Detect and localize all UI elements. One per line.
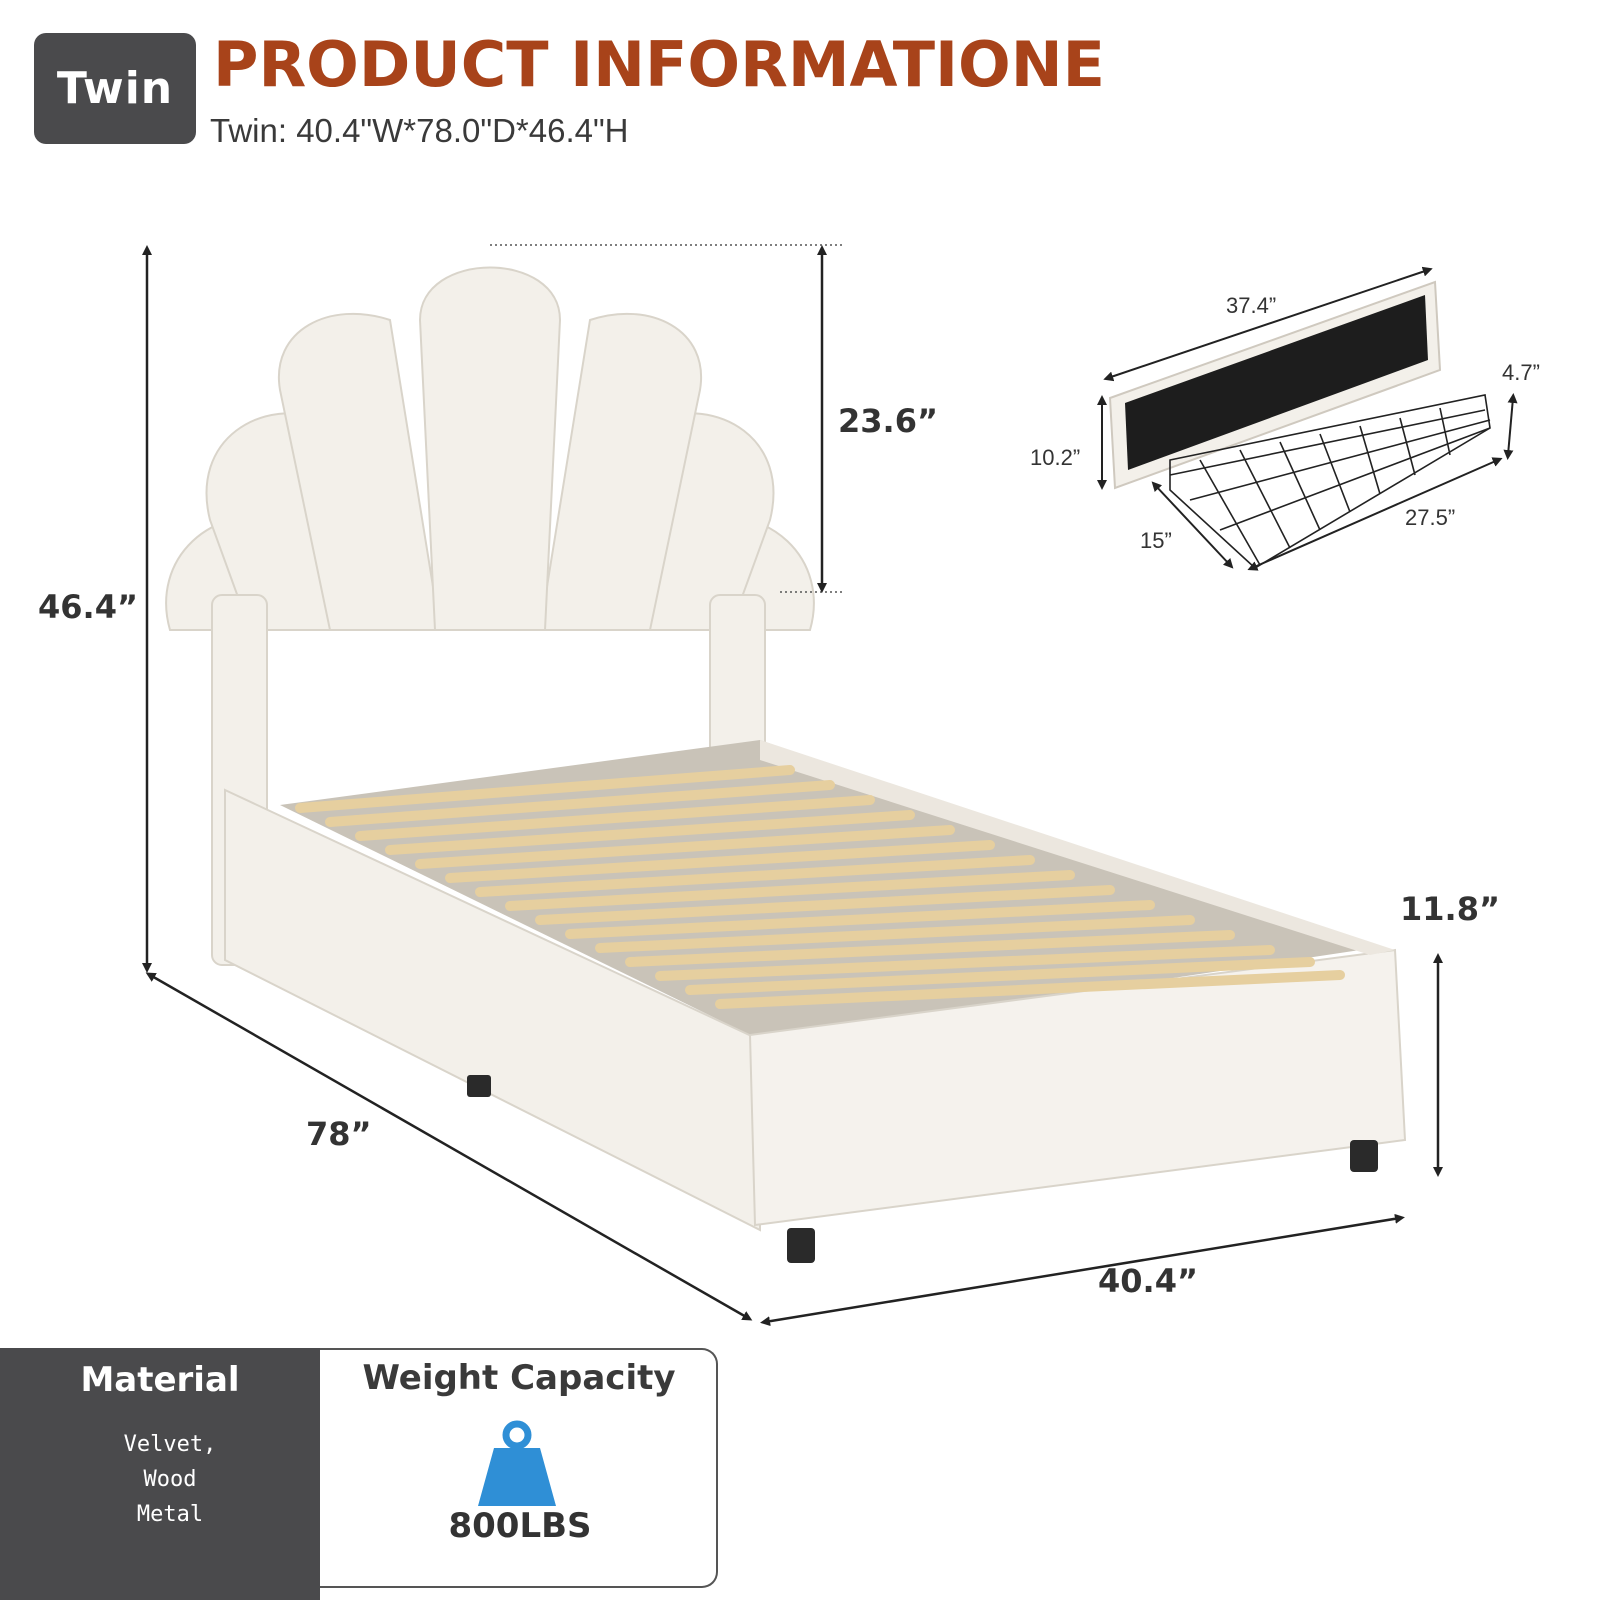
label-basket-width: 27.5”: [1405, 505, 1456, 530]
label-drawer-length: 37.4”: [1226, 293, 1277, 318]
material-line-2: Wood: [143, 1467, 197, 1492]
weight-capacity-title: Weight Capacity: [362, 1358, 676, 1398]
bed-leg-mid: [467, 1075, 491, 1097]
dim-line-basket-width: [1247, 457, 1503, 571]
side-rail-right-top: [760, 740, 1395, 955]
bed-slats: [295, 765, 1345, 1009]
label-width: 40.4”: [1098, 1262, 1198, 1300]
dim-line-length: [145, 972, 753, 1321]
weight-capacity-value: 800LBS: [448, 1506, 592, 1546]
page-subtitle: Twin: 40.4"W*78.0"D*46.4"H: [210, 112, 629, 149]
label-basket-height: 4.7”: [1502, 360, 1540, 385]
headboard: [165, 266, 815, 631]
label-length: 78”: [306, 1115, 372, 1153]
headboard-petal-center: [418, 266, 562, 631]
size-badge: Twin: [34, 33, 196, 144]
label-drawer-depth: 15”: [1140, 528, 1172, 553]
bed-leg-right: [1350, 1140, 1378, 1172]
size-badge-label: Twin: [56, 63, 174, 114]
material-line-1: Velvet,: [123, 1432, 217, 1457]
label-total-height: 46.4”: [38, 588, 138, 626]
label-headboard-height: 23.6”: [838, 402, 938, 440]
page-title: PRODUCT INFORMATIONE: [213, 28, 1106, 101]
dim-line-drawer-depth: [1151, 481, 1234, 569]
label-drawer-front-height: 10.2”: [1030, 445, 1081, 470]
material-panel: [0, 1348, 320, 1600]
dim-line-width: [760, 1213, 1405, 1327]
material-line-3: Metal: [136, 1502, 204, 1527]
weight-icon: [478, 1420, 556, 1506]
label-frame-height: 11.8”: [1400, 890, 1500, 928]
dim-line-basket-height: [1503, 393, 1518, 460]
material-title: Material: [80, 1360, 240, 1400]
drawer-illustration: [1097, 266, 1518, 571]
dim-line-drawer-length: [1103, 266, 1433, 382]
bed-leg-front: [787, 1228, 815, 1263]
headboard-petal-inner-right: [538, 312, 703, 631]
headboard-petal-inner-left: [277, 312, 442, 631]
